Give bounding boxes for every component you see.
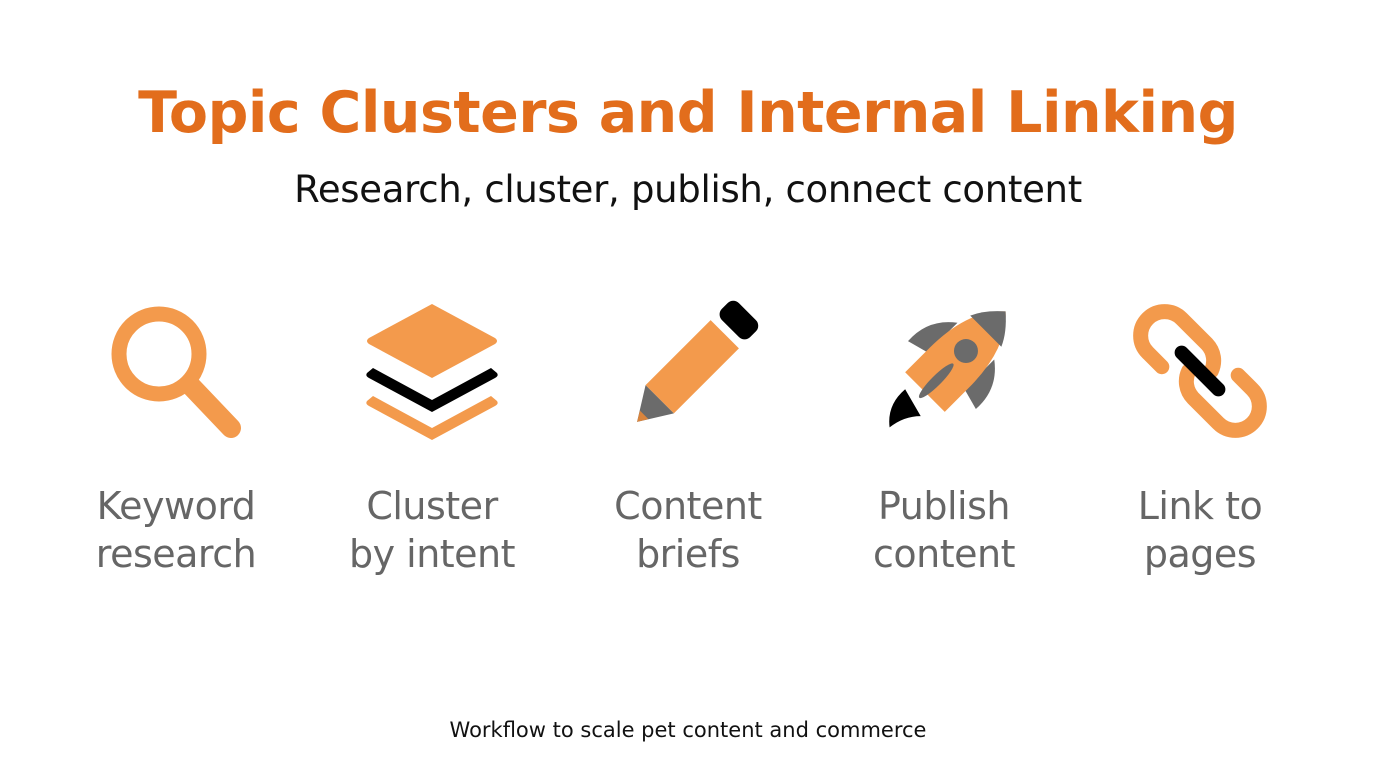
magnifying-glass-icon bbox=[111, 306, 241, 438]
layers-icon bbox=[366, 304, 498, 440]
step-link-to-pages: Link to pages bbox=[1072, 296, 1328, 578]
step-keyword-research: Keyword research bbox=[48, 296, 304, 578]
page-title: Topic Clusters and Internal Linking bbox=[138, 80, 1238, 146]
step-label: Link to pages bbox=[1137, 484, 1263, 576]
footer-caption: Workflow to scale pet content and commer… bbox=[449, 718, 927, 742]
page-subtitle: Research, cluster, publish, connect cont… bbox=[294, 168, 1082, 211]
rocket-icon bbox=[889, 311, 1006, 428]
step-label: Publish content bbox=[873, 484, 1016, 576]
chain-link-icon bbox=[1133, 304, 1267, 438]
step-label: Content briefs bbox=[614, 484, 762, 576]
step-label: Cluster by intent bbox=[348, 484, 516, 576]
step-publish-content: Publish content bbox=[816, 296, 1072, 578]
step-cluster-by-intent: Cluster by intent bbox=[304, 296, 560, 578]
pencil-icon bbox=[637, 300, 759, 422]
step-label: Keyword research bbox=[95, 484, 257, 576]
step-content-briefs: Content briefs bbox=[560, 296, 816, 578]
